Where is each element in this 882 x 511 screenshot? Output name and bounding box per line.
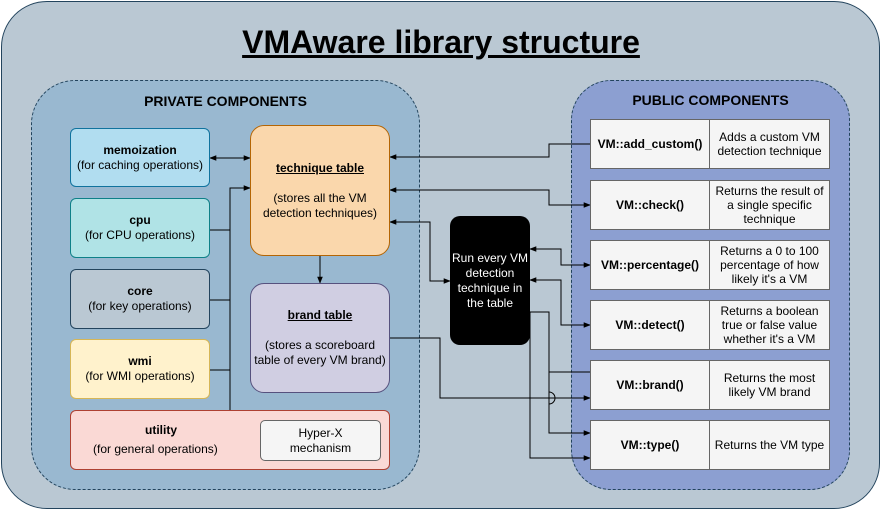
brandtable-to-brand-arrow xyxy=(390,337,591,401)
hyperx-line2: mechanism xyxy=(289,440,352,455)
add-custom-function-cell: VM::add_custom() xyxy=(590,119,710,169)
technique-table-label: technique table xyxy=(275,160,364,175)
technique-check-link xyxy=(389,187,591,208)
technique-runner-link xyxy=(389,219,451,284)
percentage-desc-line1: Returns a 0 to 100 xyxy=(720,244,819,258)
brand-table-label: brand table xyxy=(287,308,353,322)
hyperx-box: Hyper-X mechanism xyxy=(260,420,381,461)
detect-desc-line3: whether it's a VM xyxy=(723,332,816,346)
add-custom-desc-line2: detection technique xyxy=(717,144,822,158)
runner-detect-link xyxy=(529,277,591,328)
percentage-desc-line2: percentage of how xyxy=(720,258,819,272)
private-components-heading: PRIVATE COMPONENTS xyxy=(144,93,307,109)
brand-table-desc-line1: (stores a scoreboard xyxy=(264,338,376,352)
type-function-cell: VM::type() xyxy=(590,420,710,470)
memoization-label: memoization xyxy=(103,142,177,157)
run-techniques-box: Run every VM detection technique in the … xyxy=(450,216,530,345)
technique-table-desc-line2: detection techniques) xyxy=(262,205,378,220)
percentage-desc-line3: likely it's a VM xyxy=(731,272,808,286)
utility-label: utility xyxy=(145,423,177,437)
wmi-desc: (for WMI operations) xyxy=(85,369,195,383)
brand-table-box: brand table (stores a scoreboard table o… xyxy=(250,283,390,393)
core-box: core (for key operations) xyxy=(70,269,210,329)
private-bus-line xyxy=(229,185,251,410)
runner-line3: technique in xyxy=(457,280,523,295)
add-custom-to-technique-arrow xyxy=(389,143,590,160)
memoization-desc: (for caching operations) xyxy=(76,157,204,172)
detect-desc-line2: true or false value xyxy=(721,318,818,332)
brand-desc-line1: Returns the most xyxy=(723,371,816,385)
line-jump-arc xyxy=(548,391,556,405)
wmi-label: wmi xyxy=(128,354,152,368)
check-desc-cell: Returns the result of a single specific … xyxy=(709,180,830,230)
technique-table-box: technique table (stores all the VM detec… xyxy=(250,125,390,256)
cpu-desc: (for CPU operations) xyxy=(84,228,196,242)
runner-line4: the table xyxy=(466,295,514,310)
memoization-box: memoization (for caching operations) xyxy=(70,128,210,187)
public-components-heading: PUBLIC COMPONENTS xyxy=(632,92,789,108)
brand-to-type-arrow xyxy=(548,371,591,436)
utility-desc: (for general operations) xyxy=(93,442,218,456)
runner-line2: detection xyxy=(465,265,515,280)
add-custom-desc-cell: Adds a custom VM detection technique xyxy=(709,119,830,169)
cpu-label: cpu xyxy=(129,213,151,227)
runner-to-type-arrow xyxy=(529,312,591,461)
core-label: core xyxy=(127,284,153,298)
check-function-cell: VM::check() xyxy=(590,180,710,230)
brand-table-desc-line2: table of every VM brand) xyxy=(254,353,386,367)
percentage-function-cell: VM::percentage() xyxy=(590,240,710,290)
hyperx-line1: Hyper-X xyxy=(298,425,343,440)
brand-desc-cell: Returns the most likely VM brand xyxy=(709,360,830,410)
runner-percentage-link xyxy=(529,246,591,268)
type-desc-line1: Returns the VM type xyxy=(714,438,825,452)
cpu-box: cpu (for CPU operations) xyxy=(70,198,210,258)
check-desc-line1: Returns the result of xyxy=(715,184,824,198)
technique-table-desc-line1: (stores all the VM xyxy=(273,190,367,205)
brand-function-cell: VM::brand() xyxy=(590,360,710,410)
type-desc-cell: Returns the VM type xyxy=(709,420,830,470)
check-desc-line3: technique xyxy=(743,212,796,226)
brand-desc-line2: likely VM brand xyxy=(728,385,811,399)
check-desc-line2: a single specific xyxy=(727,198,812,212)
runner-line1: Run every VM xyxy=(451,250,529,265)
percentage-desc-cell: Returns a 0 to 100 percentage of how lik… xyxy=(709,240,830,290)
detect-function-cell: VM::detect() xyxy=(590,300,710,350)
diagram-title: VMAware library structure xyxy=(242,24,640,60)
add-custom-desc-line1: Adds a custom VM xyxy=(719,130,820,144)
wmi-box: wmi (for WMI operations) xyxy=(70,339,210,399)
detect-desc-line1: Returns a boolean xyxy=(720,304,819,318)
detect-desc-cell: Returns a boolean true or false value wh… xyxy=(709,300,830,350)
core-desc: (for key operations) xyxy=(88,299,192,313)
runner-to-type-line-upper xyxy=(530,311,550,392)
